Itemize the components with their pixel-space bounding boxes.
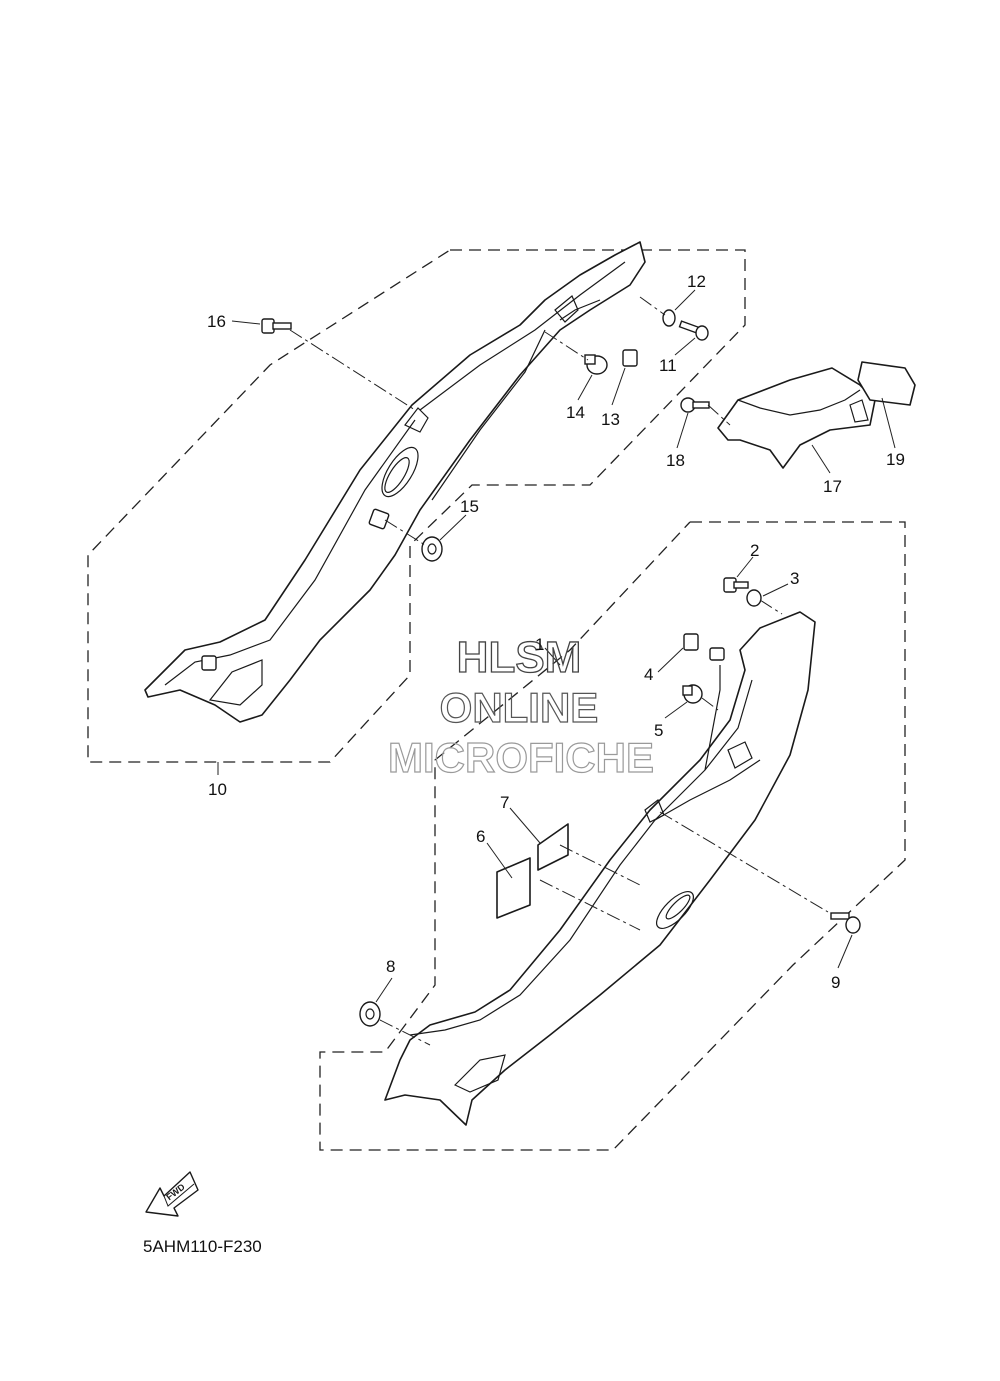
side-cover-right: [384, 611, 816, 1126]
screw-2: [723, 577, 749, 593]
screw-9: [830, 912, 861, 934]
callout-4: 4: [644, 665, 653, 684]
callout-13: 13: [601, 410, 620, 429]
leader-18: [676, 412, 689, 449]
centerline-12-11: [639, 296, 666, 316]
screw-11: [678, 320, 709, 341]
callout-8: 8: [386, 957, 395, 976]
leader-13: [611, 367, 626, 406]
centerline-5: [701, 697, 719, 711]
callout-15: 15: [460, 497, 479, 516]
screw-16: [261, 318, 292, 334]
nut-4: [683, 633, 699, 651]
callout-6: 6: [476, 827, 485, 846]
watermark: HLSM ONLINE MICROFICHE: [387, 632, 654, 781]
leader-3: [762, 583, 789, 597]
leader-8: [375, 977, 393, 1003]
leader-14: [577, 374, 593, 401]
callout-14: 14: [566, 403, 585, 422]
callout-2: 2: [750, 541, 759, 560]
leader-2: [736, 556, 754, 578]
centerline-2-3: [759, 599, 783, 615]
leader-11: [674, 337, 696, 356]
centerline-6-7: [539, 879, 641, 931]
callout-10: 10: [208, 780, 227, 799]
decal-19: [857, 361, 916, 406]
side-cover-left: [144, 241, 646, 723]
washer-12: [662, 309, 676, 327]
washer-3: [746, 589, 762, 607]
callout-18: 18: [666, 451, 685, 470]
forward-arrow-icon: FWD: [145, 1171, 199, 1217]
leader-12: [674, 289, 696, 311]
callout-17: 17: [823, 477, 842, 496]
callout-12: 12: [687, 272, 706, 291]
callout-16: 16: [207, 312, 226, 331]
callout-1: 1: [535, 635, 544, 654]
rear-cover-17: [717, 367, 876, 469]
damper-15: [421, 536, 443, 562]
grommet-14: [584, 354, 608, 375]
leader-5: [664, 701, 688, 719]
screw-18: [680, 397, 710, 413]
centerline-15: [384, 519, 426, 546]
leader-1: [544, 647, 561, 666]
leader-19: [881, 397, 896, 449]
centerline-16: [289, 329, 416, 411]
centerline-14: [544, 331, 589, 361]
centerline-8: [379, 1019, 431, 1046]
leader-4: [657, 647, 684, 673]
watermark-line-2: ONLINE: [440, 684, 599, 731]
callout-7: 7: [500, 793, 509, 812]
leader-7: [509, 807, 541, 844]
centerline-9: [659, 811, 829, 913]
centerline-18: [707, 404, 731, 426]
assembly-boundary-1: [319, 521, 906, 1151]
nut-13: [622, 349, 638, 367]
callout-3: 3: [790, 569, 799, 588]
callout-5: 5: [654, 721, 663, 740]
callout-9: 9: [831, 973, 840, 992]
label-6: [496, 857, 531, 919]
leader-15: [439, 514, 467, 541]
callout-11: 11: [659, 356, 677, 375]
callout-19: 19: [886, 450, 905, 469]
watermark-line-3: MICROFICHE: [388, 734, 654, 781]
assembly-boundary-10: [87, 249, 746, 763]
leader-16: [231, 320, 261, 325]
watermark-line-1: HLSM: [457, 633, 582, 682]
leader-9: [837, 934, 853, 969]
damper-8: [359, 1001, 381, 1027]
leader-6: [486, 842, 513, 879]
leader-17: [811, 444, 831, 474]
grommet-5: [682, 684, 703, 704]
diagram-code: 5AHM110-F230: [143, 1237, 262, 1256]
label-7: [537, 823, 569, 871]
centerline-6-7b: [559, 844, 641, 886]
